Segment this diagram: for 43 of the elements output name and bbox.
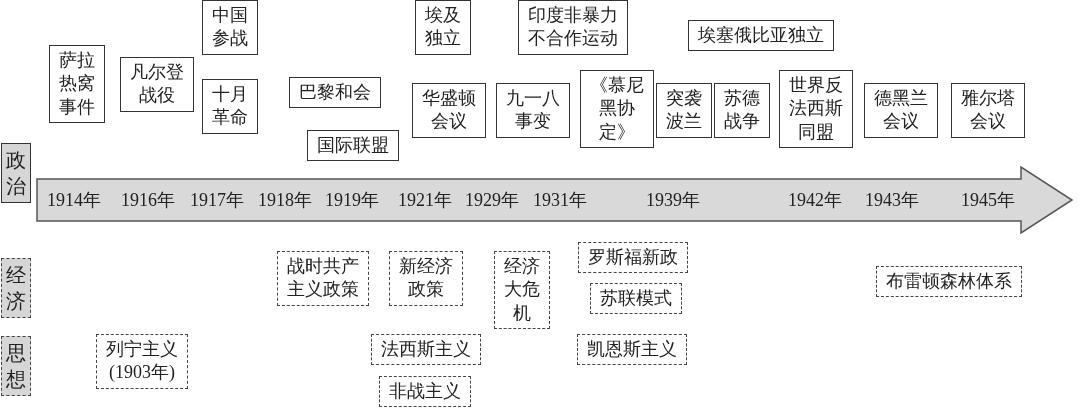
event-box: 苏德战争 [714,83,770,138]
year-label: 1921年 [398,189,452,212]
event-box: 华盛顿会议 [412,83,486,138]
event-box: 凯恩斯主义 [577,334,687,366]
event-box: 突袭波兰 [656,83,712,138]
event-box: 九一八事变 [496,83,570,138]
year-label: 1942年 [788,189,842,212]
event-box: 列宁主义(1903年) [96,334,188,389]
event-box: 雅尔塔会议 [951,83,1025,138]
event-box: 德黑兰会议 [864,83,938,138]
year-label: 1914年 [47,189,101,212]
timeline-arrow [36,166,1074,234]
year-label: 1931年 [533,189,587,212]
year-label: 1929年 [465,189,519,212]
event-box: 印度非暴力不合作运动 [518,0,628,55]
event-box: 凡尔登战役 [120,57,194,112]
year-label: 1916年 [121,189,175,212]
event-box: 苏联模式 [590,283,682,315]
event-box: 《慕尼黑协定》 [580,70,654,149]
category-tag: 经济 [1,258,31,318]
event-box: 布雷顿森林体系 [876,266,1022,298]
year-label: 1918年 [258,189,312,212]
category-tag: 政治 [1,143,31,203]
event-box: 法西斯主义 [371,334,481,366]
event-box: 十月革命 [202,79,258,134]
event-box: 罗斯福新政 [578,242,688,274]
event-box: 国际联盟 [307,130,399,162]
event-box: 中国参战 [202,0,258,55]
event-box: 埃及独立 [415,0,471,55]
event-box: 新经济政策 [389,251,463,306]
year-label: 1919年 [325,189,379,212]
year-label: 1945年 [961,189,1015,212]
event-box: 经济大危机 [494,251,550,330]
event-box: 埃塞俄比亚独立 [688,20,834,52]
event-box: 巴黎和会 [289,77,381,109]
year-label: 1943年 [865,189,919,212]
year-label: 1917年 [190,189,244,212]
year-label: 1939年 [646,189,700,212]
category-tag: 思想 [1,336,31,396]
event-box: 非战主义 [379,376,471,408]
event-box: 萨拉热窝事件 [49,45,105,124]
event-box: 战时共产主义政策 [277,251,369,306]
event-box: 世界反法西斯同盟 [779,70,853,149]
